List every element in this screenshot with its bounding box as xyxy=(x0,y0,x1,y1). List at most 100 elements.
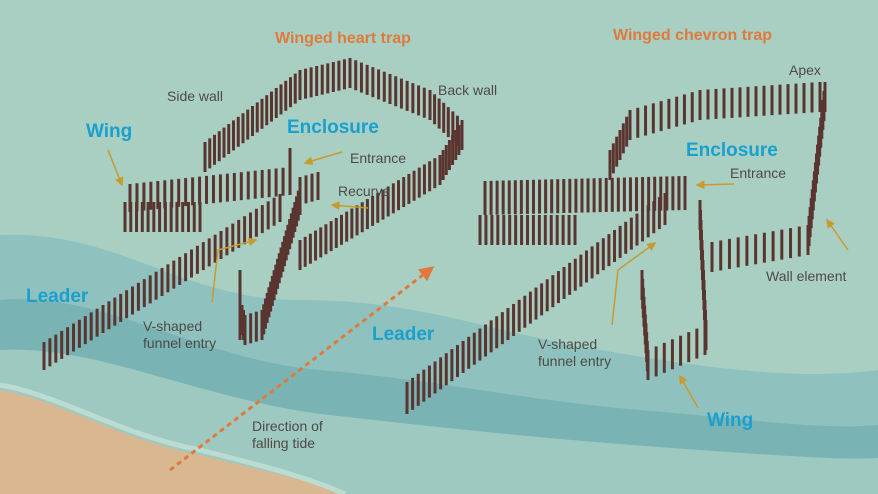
post-leader xyxy=(160,268,164,296)
post-wing xyxy=(267,169,271,198)
post-side-wall xyxy=(794,83,798,114)
post-funnel xyxy=(262,304,266,335)
post-wing xyxy=(177,178,181,207)
post-apex-wall xyxy=(789,228,793,259)
funnel-line2: funnel entry xyxy=(538,353,612,369)
post-back-wall xyxy=(319,227,323,258)
post-leader xyxy=(131,286,134,315)
post-back-wall xyxy=(382,71,386,102)
post-leader xyxy=(166,264,170,293)
post-top-row xyxy=(610,177,614,212)
post-leader xyxy=(646,205,650,238)
wave-foam xyxy=(0,382,347,494)
post-back-wall xyxy=(411,83,415,114)
post-leader xyxy=(207,238,211,267)
post-side-wall xyxy=(625,116,629,147)
post-side-wall xyxy=(651,103,655,134)
post-side-wall xyxy=(682,94,686,125)
post-leader xyxy=(95,308,99,337)
post-funnel xyxy=(263,298,267,329)
post-wing xyxy=(695,328,699,359)
post-leader xyxy=(652,201,656,234)
post-leader xyxy=(148,275,152,304)
post-top-row xyxy=(495,180,499,215)
post-lower-row xyxy=(520,215,524,245)
post-wing xyxy=(128,184,132,212)
post-top-row xyxy=(507,180,511,215)
post-leader xyxy=(506,308,510,341)
post-leader xyxy=(540,283,544,316)
post-wing xyxy=(703,325,707,355)
post-leader xyxy=(225,227,229,256)
post-wing xyxy=(175,202,179,232)
post-side-wall xyxy=(255,102,259,133)
post-funnel xyxy=(272,270,276,301)
post-funnel xyxy=(254,311,258,342)
post-back-wall xyxy=(405,80,409,111)
post-side-wall xyxy=(236,116,240,147)
post-apex-wall xyxy=(710,242,714,272)
post-back-wall xyxy=(397,180,401,211)
post-funnel xyxy=(289,213,293,244)
post-back-wall xyxy=(377,69,381,100)
post-back-wall xyxy=(365,64,369,95)
post-wing xyxy=(140,202,144,232)
post-leader xyxy=(60,330,64,359)
post-side-wall xyxy=(203,142,207,172)
post-side-wall xyxy=(246,109,250,140)
post-top-row xyxy=(604,177,608,212)
post-leader xyxy=(243,216,247,245)
post-lower-row xyxy=(537,215,541,245)
post-funnel xyxy=(249,313,253,344)
post-back-wall xyxy=(428,161,432,192)
post-side-wall xyxy=(667,98,671,129)
post-side-wall xyxy=(778,84,782,115)
post-top-row xyxy=(659,176,663,211)
post-leader xyxy=(635,213,639,246)
wing-label-chevron: Wing xyxy=(707,410,754,431)
post-back-wall xyxy=(399,78,403,109)
post-wing xyxy=(170,179,174,208)
post-side-wall xyxy=(213,134,216,165)
post-top-row xyxy=(519,180,523,215)
post-funnel xyxy=(238,310,242,340)
leader-label: Leader xyxy=(26,286,89,307)
post-top-row xyxy=(513,180,517,215)
post-wing xyxy=(687,332,691,363)
post-back-wall xyxy=(314,230,318,261)
heart-trap-title: Winged heart trap xyxy=(275,30,411,47)
post-leader xyxy=(439,357,443,390)
post-lower-row xyxy=(484,215,488,245)
post-funnel xyxy=(288,219,292,250)
post-leader xyxy=(607,234,611,267)
post-back-wall xyxy=(303,236,307,267)
post-leader xyxy=(484,324,488,357)
wing-label: Wing xyxy=(86,121,133,142)
pointer-recurve xyxy=(330,201,369,211)
post-funnel xyxy=(243,315,247,345)
post-funnel xyxy=(270,275,274,306)
post-top-row xyxy=(568,178,572,213)
post-leader xyxy=(107,301,111,330)
post-lower-row xyxy=(490,215,494,245)
post-side-wall xyxy=(331,62,335,92)
post-leader xyxy=(48,338,52,367)
post-lower-row xyxy=(508,215,512,245)
post-wing xyxy=(129,202,133,232)
post-side-wall xyxy=(818,82,822,112)
post-back-wall xyxy=(386,186,390,217)
post-recurve xyxy=(316,172,320,200)
post-wing xyxy=(158,202,162,232)
post-side-wall xyxy=(618,130,622,160)
post-leader xyxy=(416,373,420,406)
post-wing xyxy=(253,170,257,199)
post-funnel xyxy=(260,310,264,340)
post-leader xyxy=(249,212,252,241)
post-leader xyxy=(568,262,572,295)
post-leader xyxy=(154,271,158,300)
post-wing xyxy=(225,173,229,202)
post-leader xyxy=(219,231,223,259)
post-leader xyxy=(54,334,58,363)
post-back-wall xyxy=(345,211,349,242)
tide-direction-arrow xyxy=(169,266,435,472)
